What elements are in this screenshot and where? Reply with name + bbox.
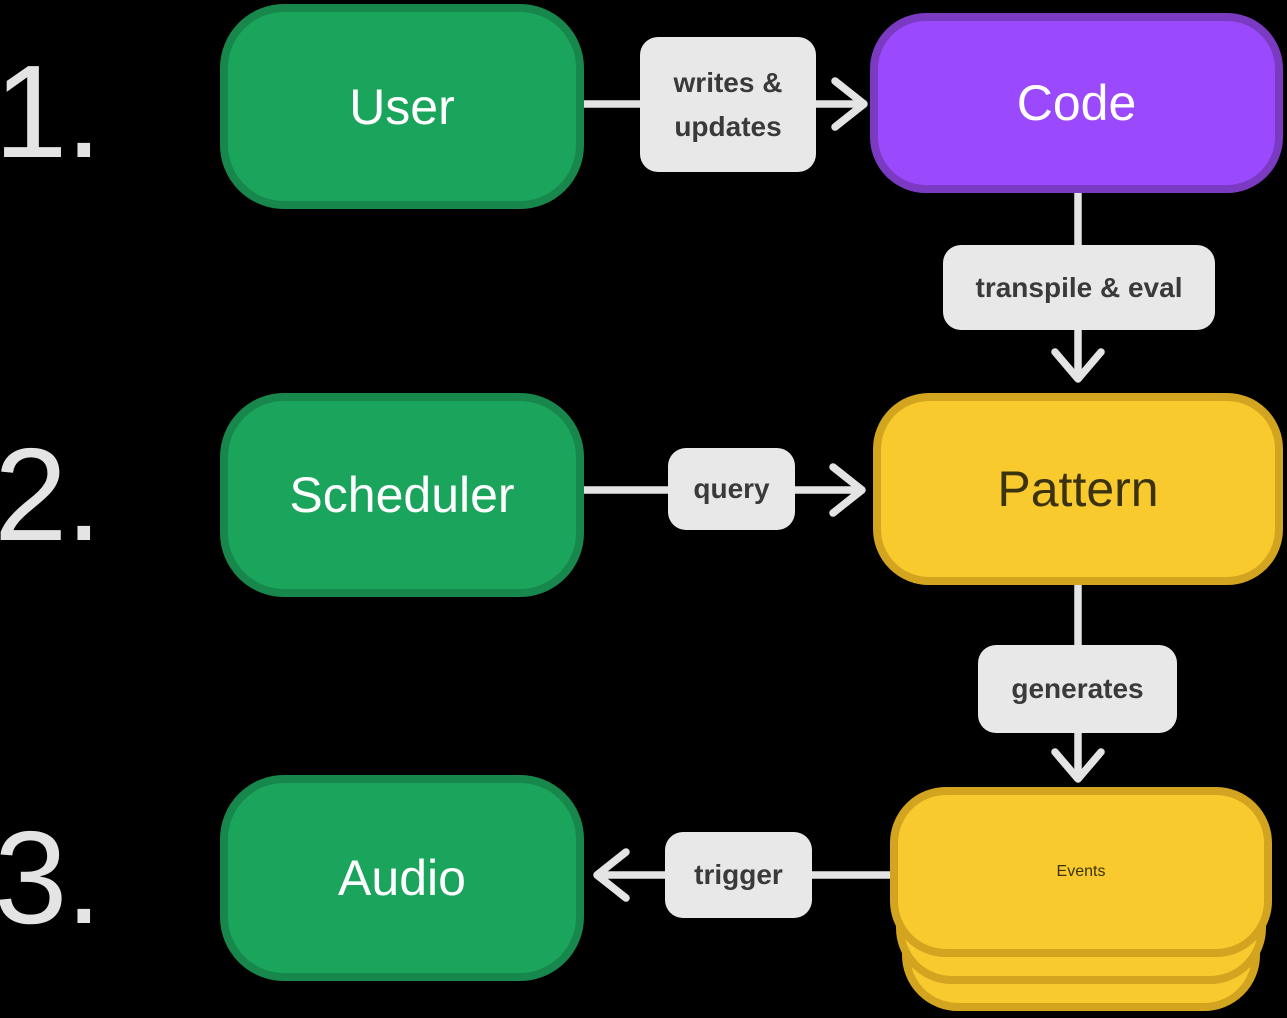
node-user-label: User (349, 78, 455, 135)
step-number-3: 3. (0, 804, 102, 951)
step-number-2: 2. (0, 421, 102, 568)
node-user: User (220, 4, 584, 209)
edge-label-trigger: trigger (665, 832, 812, 918)
node-audio: Audio (220, 775, 584, 981)
edge-label-generates: generates (978, 645, 1177, 733)
edge-label-query: query (668, 448, 795, 530)
node-code: Code (870, 13, 1283, 193)
node-scheduler: Scheduler (220, 393, 584, 597)
node-scheduler-label: Scheduler (289, 467, 515, 523)
node-events-label: Events (1056, 863, 1106, 880)
node-audio-label: Audio (338, 850, 466, 906)
node-code-label: Code (1016, 75, 1137, 131)
step-number-1: 1. (0, 38, 102, 185)
edge-label-writes-updates: writes & updates (640, 37, 816, 172)
node-pattern-label: Pattern (997, 461, 1159, 517)
node-events: Events (890, 787, 1272, 957)
node-pattern: Pattern (873, 393, 1283, 585)
edge-label-transpile-eval: transpile & eval (943, 245, 1215, 330)
